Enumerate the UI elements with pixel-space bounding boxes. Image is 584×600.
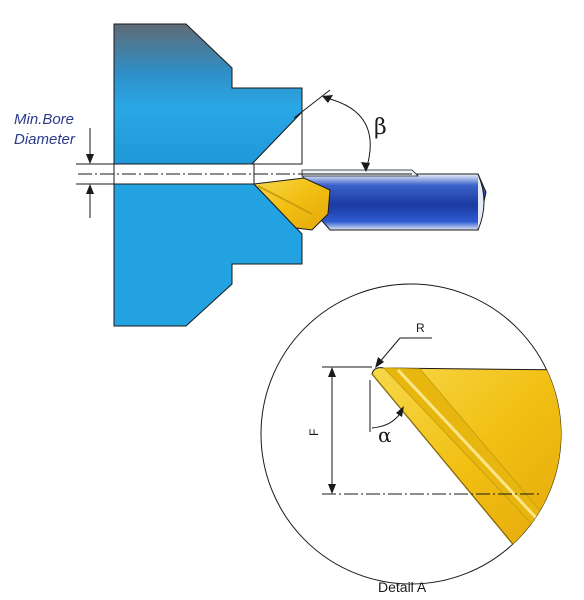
min-bore-dimension <box>76 128 114 218</box>
chamfer-cone <box>250 110 303 165</box>
alpha-label: α <box>378 423 392 447</box>
detail-a-view <box>260 283 562 585</box>
beta-label: β <box>374 115 387 140</box>
beta-angle-indicator <box>293 89 412 175</box>
boring-bar-shank <box>301 173 487 231</box>
workpiece <box>113 23 303 327</box>
f-dimension-label: F <box>307 429 321 436</box>
radius-label: R <box>416 321 425 335</box>
boring-bar <box>252 169 487 231</box>
min-bore-label-line2: Diameter <box>14 131 76 148</box>
min-bore-label-line1: Min.Bore <box>14 111 74 128</box>
detail-caption: Detail A <box>378 579 427 595</box>
